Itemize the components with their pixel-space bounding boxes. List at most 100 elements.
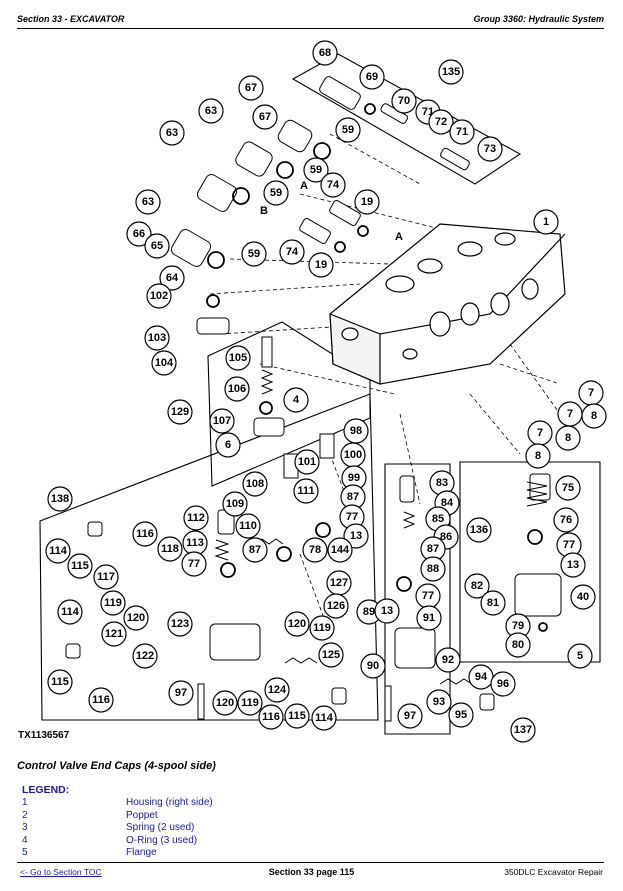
callout-label: 64 <box>166 272 179 284</box>
callout-label: 59 <box>270 187 282 199</box>
callout-label: 77 <box>188 558 200 570</box>
callout-97: 97 <box>397 703 423 729</box>
callout-label: 95 <box>455 709 467 721</box>
callout-8: 8 <box>525 443 551 469</box>
legend-item-number: 3 <box>22 822 28 834</box>
legend-item-label: O-Ring (3 used) <box>126 834 198 846</box>
callout-label: 83 <box>436 477 448 489</box>
callout-label: 135 <box>442 66 460 78</box>
callout-1: 1 <box>533 209 559 235</box>
ref-letter-a: A <box>395 231 403 243</box>
callout-117: 117 <box>93 564 119 590</box>
callout-100: 100 <box>340 442 366 468</box>
callout-77: 77 <box>415 583 441 609</box>
detail-box-137 <box>384 463 451 735</box>
callout-label: 123 <box>171 618 189 630</box>
callout-label: 69 <box>366 71 378 83</box>
callout-103: 103 <box>144 325 170 351</box>
callout-67: 67 <box>238 75 264 101</box>
callout-7: 7 <box>557 401 583 427</box>
page-number: Section 33 page 115 <box>268 867 355 877</box>
callout-5: 5 <box>567 643 593 669</box>
callout-label: 74 <box>327 179 340 191</box>
callout-6: 6 <box>215 432 241 458</box>
callout-label: 7 <box>567 408 573 420</box>
callout-label: 109 <box>226 498 244 510</box>
callout-8: 8 <box>555 425 581 451</box>
legend-item-label: Poppet <box>126 809 158 821</box>
callout-63: 63 <box>159 120 185 146</box>
callout-label: 127 <box>330 577 348 589</box>
callout-label: 117 <box>97 571 115 583</box>
callout-label: 105 <box>229 352 247 364</box>
callout-19: 19 <box>308 252 334 278</box>
callout-label: 108 <box>246 478 264 490</box>
callout-label: 8 <box>591 410 597 422</box>
component-parts <box>65 76 562 722</box>
callout-101: 101 <box>294 449 320 475</box>
callout-97: 97 <box>168 680 194 706</box>
callout-label: 97 <box>404 710 416 722</box>
callout-label: 1 <box>543 216 549 228</box>
callout-111: 111 <box>293 478 319 504</box>
callout-94: 94 <box>468 664 494 690</box>
callout-label: 81 <box>487 597 499 609</box>
callout-91: 91 <box>416 605 442 631</box>
callout-label: 125 <box>322 649 340 661</box>
manual-title: 350DLC Excavator Repair <box>504 867 603 877</box>
callout-label: 111 <box>297 485 314 497</box>
callout-label: 144 <box>331 544 350 556</box>
callout-label: 13 <box>567 559 579 571</box>
callout-label: 59 <box>248 248 260 260</box>
callout-label: 137 <box>514 724 532 736</box>
callout-76: 76 <box>553 507 579 533</box>
callout-label: 63 <box>142 196 154 208</box>
callout-112: 112 <box>183 505 209 531</box>
callout-116: 116 <box>88 687 114 713</box>
callout-64: 64 <box>159 265 185 291</box>
callout-119: 119 <box>100 590 126 616</box>
callout-98: 98 <box>343 418 369 444</box>
callout-125: 125 <box>318 642 344 668</box>
callout-110: 110 <box>235 513 261 539</box>
callout-label: 8 <box>535 450 541 462</box>
callout-label: 119 <box>241 697 259 709</box>
callout-107: 107 <box>209 408 235 434</box>
callout-79: 79 <box>505 613 531 639</box>
callout-label: 96 <box>497 678 509 690</box>
callout-label: 126 <box>327 600 345 612</box>
callout-13: 13 <box>560 552 586 578</box>
callout-135: 135 <box>438 59 464 85</box>
callout-120: 120 <box>123 605 149 631</box>
callout-label: 129 <box>171 406 189 418</box>
callout-label: 79 <box>512 620 524 632</box>
section-toc-link[interactable]: <- Go to Section TOC <box>20 867 102 877</box>
callout-87: 87 <box>340 484 366 510</box>
callout-label: 71 <box>456 126 468 138</box>
callout-89: 89 <box>356 599 382 625</box>
callout-136: 136 <box>466 517 492 543</box>
callout-105: 105 <box>225 345 251 371</box>
callout-label: 94 <box>475 671 488 683</box>
callout-63: 63 <box>198 98 224 124</box>
callout-102: 102 <box>146 283 172 309</box>
callout-121: 121 <box>101 621 127 647</box>
ref-letter-b: B <box>260 205 268 217</box>
callout-13: 13 <box>374 598 400 624</box>
callout-label: 90 <box>367 660 379 672</box>
callout-87: 87 <box>242 537 268 563</box>
callout-81: 81 <box>480 590 506 616</box>
callout-82: 82 <box>464 573 490 599</box>
section-title: Section 33 - EXCAVATOR <box>17 14 125 24</box>
callout-115: 115 <box>67 553 93 579</box>
callout-label: 75 <box>562 482 574 494</box>
callout-19: 19 <box>354 189 380 215</box>
callout-label: 19 <box>315 259 327 271</box>
callout-label: 78 <box>309 544 321 556</box>
callout-label: 73 <box>484 143 496 155</box>
callout-71: 71 <box>449 119 475 145</box>
callout-108: 108 <box>242 471 268 497</box>
callout-59: 59 <box>303 157 329 183</box>
callout-label: 107 <box>213 415 231 427</box>
